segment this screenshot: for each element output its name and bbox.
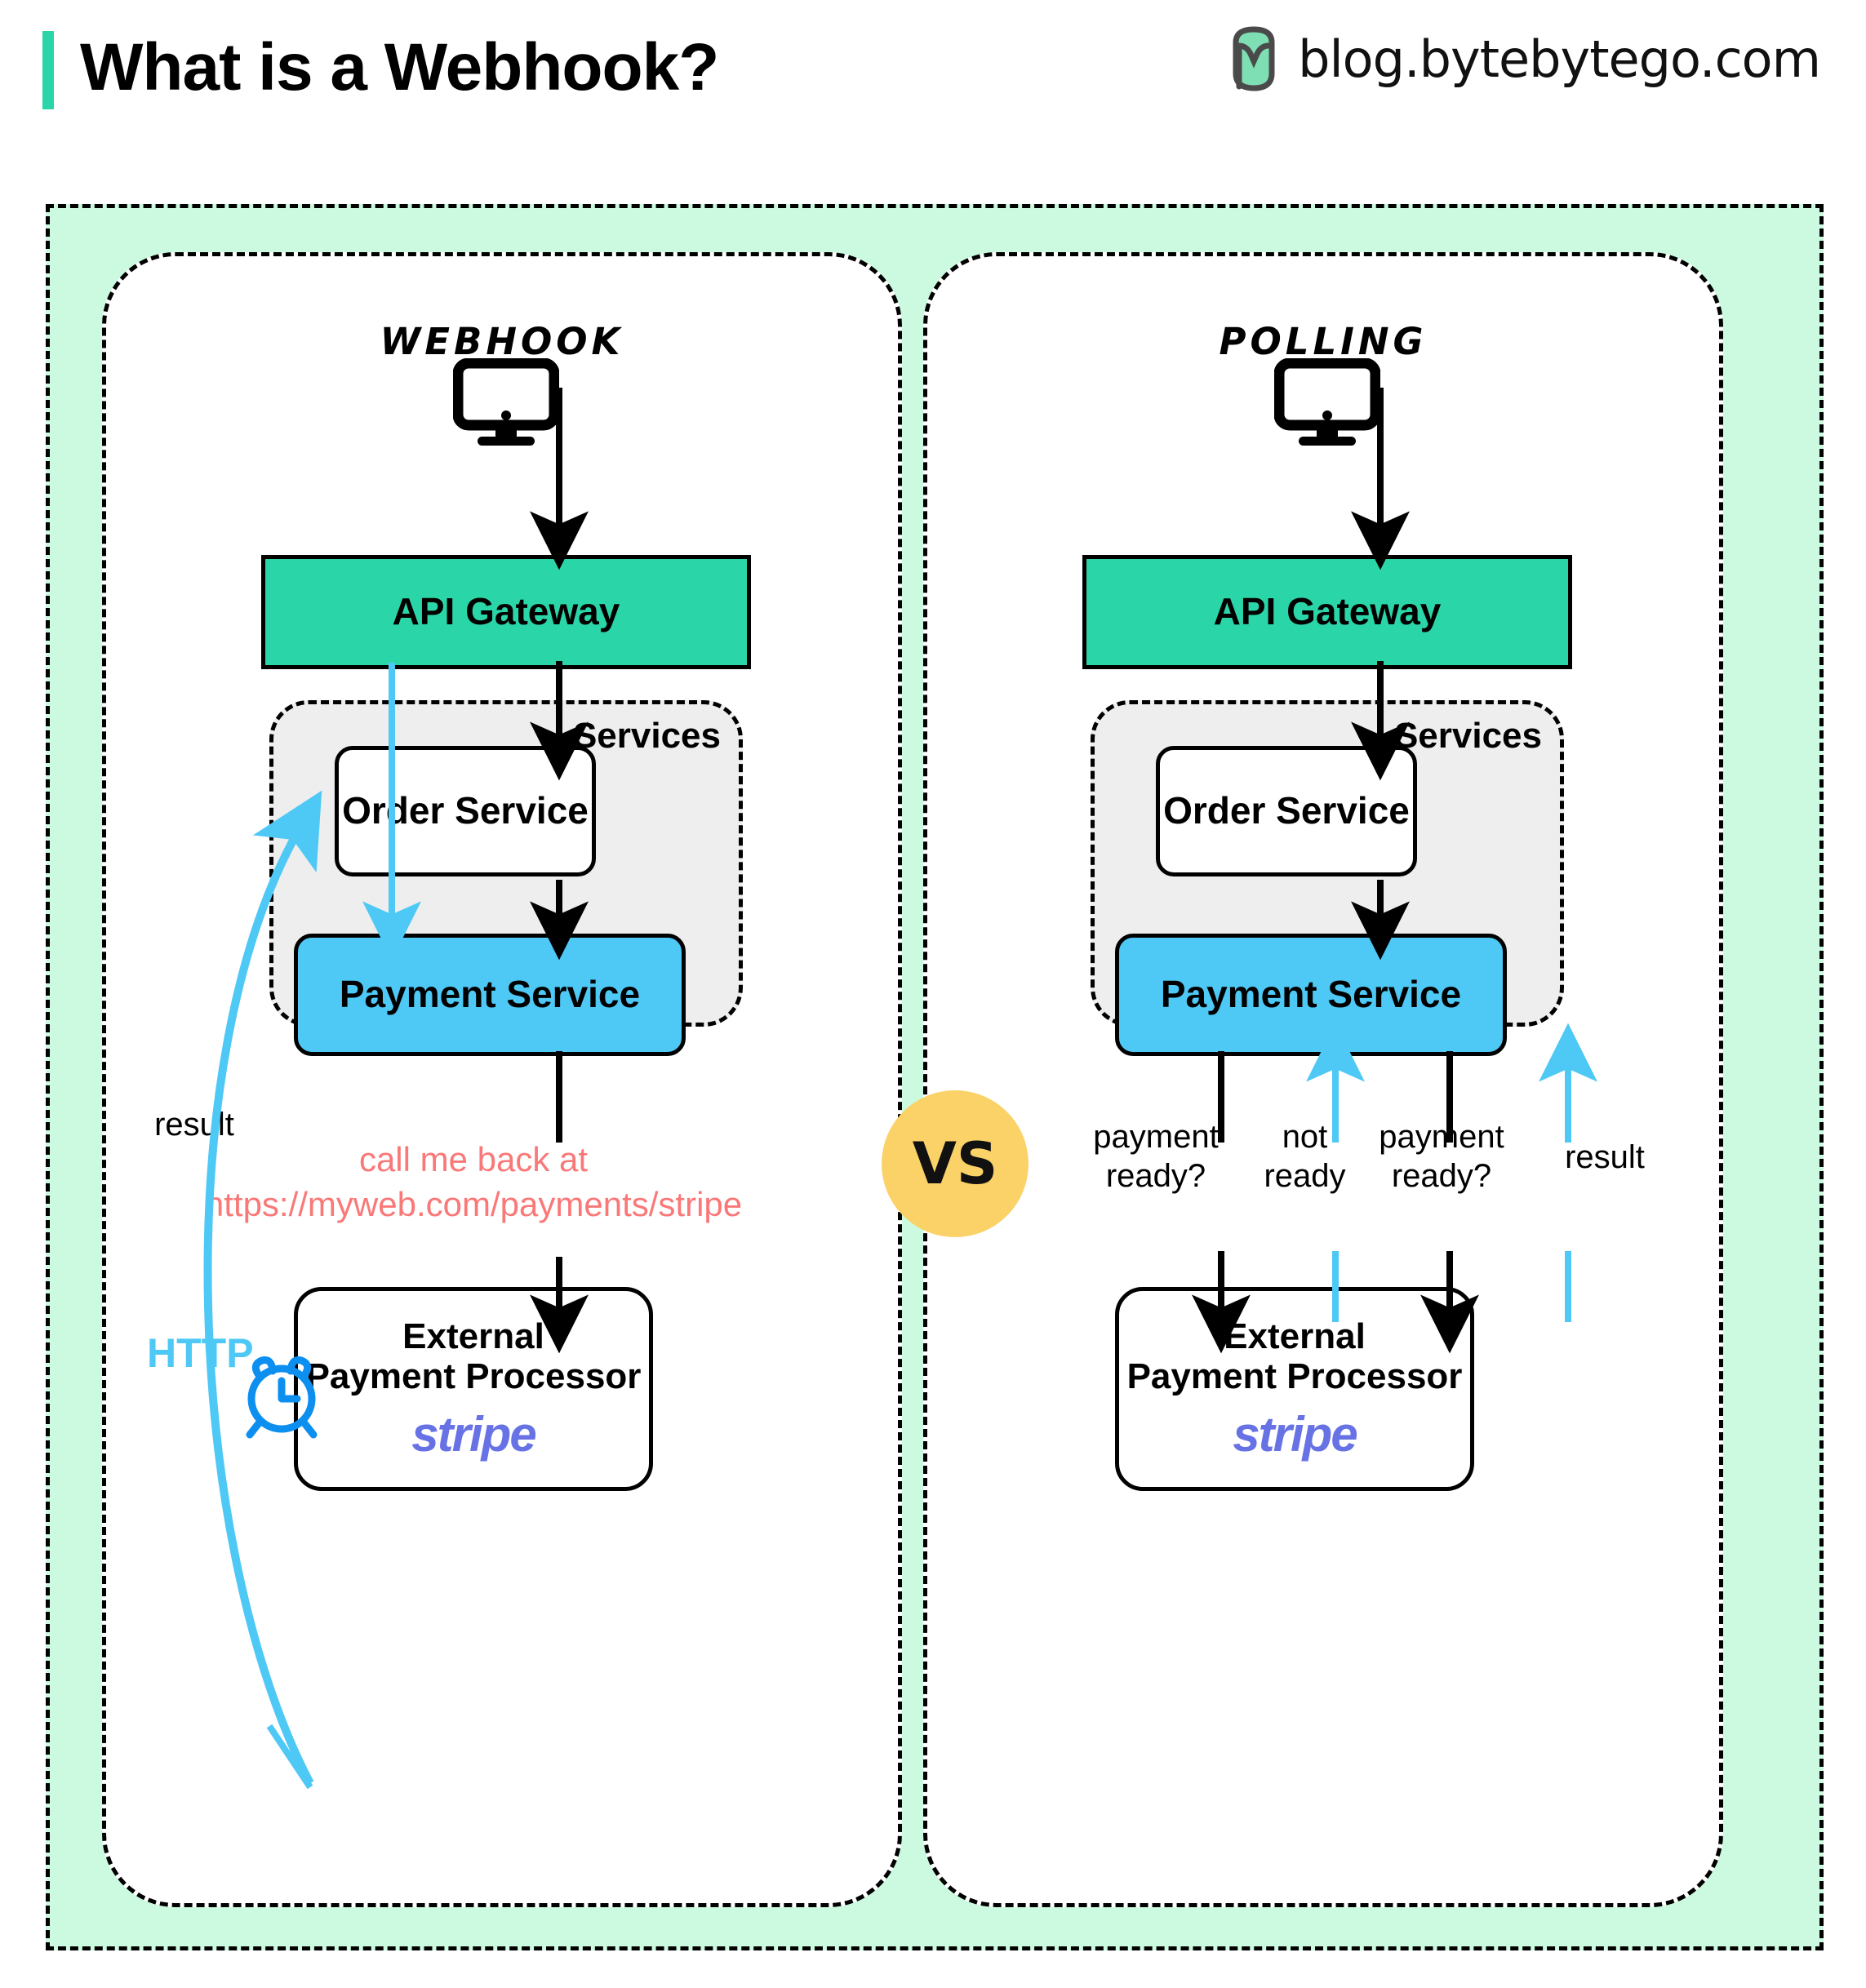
poll-label-0: payment ready? xyxy=(1093,1119,1219,1194)
brand-block: blog.bytebytego.com xyxy=(1228,24,1821,93)
services-label-webhook: Services xyxy=(572,716,721,756)
comparison-container: Webhook API Gateway Services Order Servi… xyxy=(46,204,1824,1950)
node-payment-service-webhook: Payment Service xyxy=(294,934,686,1056)
panel-polling-title: Polling xyxy=(1219,307,1428,367)
node-external-processor-webhook: External Payment Processor stripe xyxy=(294,1287,653,1491)
brand-label: blog.bytebytego.com xyxy=(1298,29,1821,89)
page-title: What is a Webhook? xyxy=(80,30,719,104)
node-order-service-webhook: Order Service xyxy=(335,746,596,876)
node-payment-service-polling: Payment Service xyxy=(1115,934,1507,1056)
vs-badge: VS xyxy=(882,1090,1029,1237)
poll-label-3: result xyxy=(1565,1139,1645,1175)
panel-webhook: Webhook API Gateway Services Order Servi… xyxy=(102,252,902,1907)
stripe-logo-polling: stripe xyxy=(1233,1406,1357,1462)
page-header: What is a Webhook? blog.bytebytego.com xyxy=(0,0,1866,139)
node-api-gateway-webhook: API Gateway xyxy=(261,555,751,669)
services-label-polling: Services xyxy=(1393,716,1542,756)
node-order-service-polling: Order Service xyxy=(1156,746,1417,876)
title-accent-bar xyxy=(42,31,54,109)
alarm-clock-icon xyxy=(246,1356,318,1439)
monitor-icon xyxy=(453,358,559,446)
panel-webhook-title: Webhook xyxy=(380,307,624,367)
poll-label-2: payment ready? xyxy=(1379,1119,1504,1194)
result-label-webhook: result xyxy=(154,1107,234,1143)
monitor-icon xyxy=(1274,358,1380,446)
bytebytego-logo-icon xyxy=(1233,26,1275,91)
processor-title-webhook: External Payment Processor xyxy=(305,1316,642,1397)
processor-title-polling: External Payment Processor xyxy=(1126,1316,1463,1397)
stripe-logo-webhook: stripe xyxy=(411,1406,536,1462)
node-api-gateway-polling: API Gateway xyxy=(1082,555,1572,669)
poll-label-1: not ready xyxy=(1264,1119,1346,1194)
node-external-processor-polling: External Payment Processor stripe xyxy=(1115,1287,1474,1491)
panel-polling: Polling API Gateway Services Order Servi… xyxy=(923,252,1723,1907)
callback-note: call me back at https://myweb.com/paymen… xyxy=(204,1140,743,1223)
